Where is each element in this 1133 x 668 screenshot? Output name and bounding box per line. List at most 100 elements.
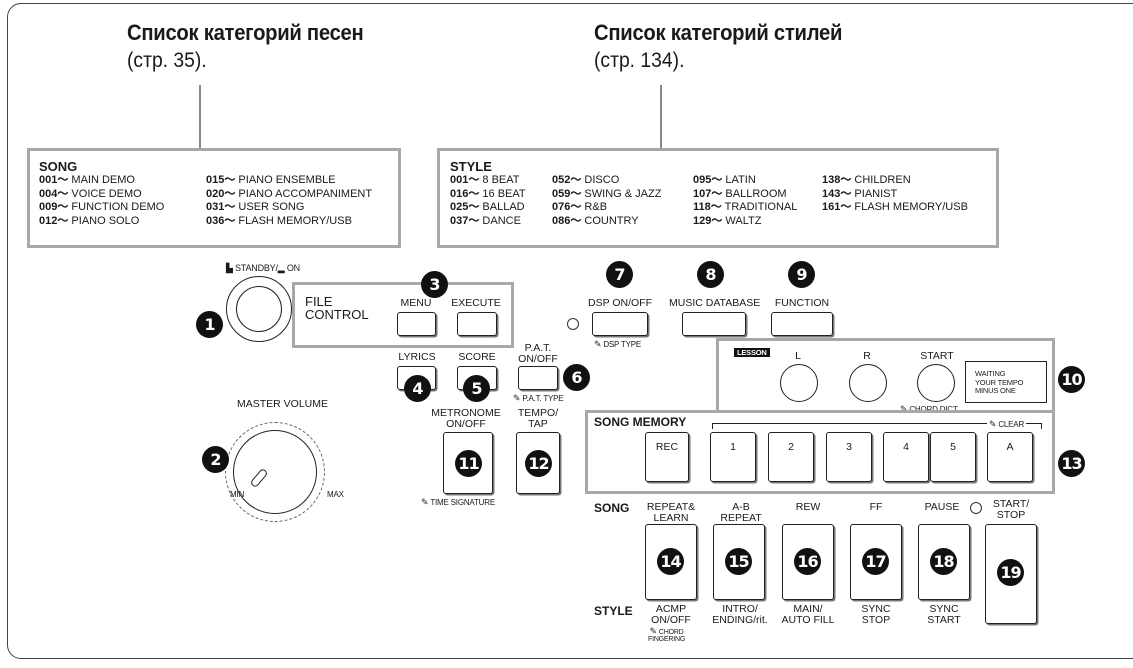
dsp-indicator-lamp — [567, 318, 579, 330]
execute-label: EXECUTE — [451, 297, 501, 309]
callout-3: 3 — [421, 271, 448, 298]
list-item: 037～ DANCE — [450, 214, 521, 227]
callout-17: 17 — [862, 548, 889, 575]
menu-label: MENU — [400, 297, 432, 309]
callout-19: 19 — [997, 559, 1024, 586]
callout-5: 5 — [463, 375, 490, 402]
callout-7: 7 — [606, 261, 633, 288]
main-auto-fill-label: MAIN/AUTO FILL — [781, 603, 835, 626]
song-category-list: SONG 001～ MAIN DEMO 004～ VOICE DEMO 009～… — [27, 148, 401, 248]
callout-4: 4 — [404, 375, 431, 402]
list-item: 052～ DISCO — [552, 174, 620, 186]
style-list-col-1: 001～ 8 BEAT 016～ 16 BEAT 025～ BALLAD 037… — [450, 174, 526, 228]
track-1-button[interactable]: 1 — [710, 432, 756, 482]
track-1-label: 1 — [730, 441, 736, 453]
track-a-button[interactable]: A — [987, 432, 1033, 482]
tempo-tap-label: TEMPO/TAP — [517, 407, 559, 430]
rec-button[interactable]: REC — [645, 432, 689, 482]
callout-11: 11 — [455, 450, 482, 477]
callout-2: 2 — [202, 446, 229, 473]
music-database-button[interactable] — [682, 312, 746, 336]
lesson-r-label: R — [863, 350, 871, 362]
callout-15: 15 — [725, 548, 752, 575]
track-3-button[interactable]: 3 — [826, 432, 872, 482]
tempo-tap-button[interactable] — [516, 432, 560, 494]
song-category-page-ref: (стр. 35). — [127, 49, 207, 72]
lesson-start-label: START — [920, 350, 954, 362]
track-5-button[interactable]: 5 — [930, 432, 976, 482]
pen-icon: ✎ — [649, 626, 658, 636]
lesson-start-button[interactable] — [917, 364, 955, 402]
track-a-label: A — [1006, 441, 1014, 453]
style-list-title: STYLE — [450, 159, 492, 174]
list-item: 001～ MAIN DEMO — [39, 174, 135, 186]
list-item: 161～ FLASH MEMORY/USB — [822, 201, 968, 213]
list-item: 001～ 8 BEAT — [450, 174, 520, 186]
track-3-label: 3 — [846, 441, 852, 453]
style-list-col-3: 095～ LATIN 107～ BALLROOM 118～ TRADITIONA… — [693, 174, 797, 228]
style-category-page-ref: (стр. 134). — [594, 49, 685, 72]
repeat-learn-acmp-button[interactable] — [645, 524, 697, 600]
song-list-col-2: 015～ PIANO ENSEMBLE 020～ PIANO ACCOMPANI… — [206, 174, 372, 228]
master-volume-label: MASTER VOLUME — [237, 398, 329, 410]
callout-12: 12 — [525, 450, 552, 477]
list-item: 020～ PIANO ACCOMPANIMENT — [206, 187, 373, 200]
music-database-label: MUSIC DATABASE — [669, 297, 761, 309]
volume-max-label: MAX — [327, 490, 344, 499]
start-stop-label: START/STOP — [992, 498, 1030, 521]
song-list-title: SONG — [39, 159, 78, 174]
function-button[interactable] — [771, 312, 833, 336]
master-volume-scale — [225, 422, 325, 522]
style-category-list: STYLE 001～ 8 BEAT 016～ 16 BEAT 025～ BALL… — [437, 148, 999, 248]
pat-on-off-button[interactable] — [518, 366, 558, 390]
list-item: 004～ VOICE DEMO — [39, 187, 142, 200]
style-row-label: STYLE — [594, 604, 633, 618]
song-leader-line — [199, 85, 201, 148]
list-item: 059～ SWING & JAZZ — [552, 187, 662, 200]
lesson-l-label: L — [795, 350, 801, 362]
list-item: 129～ WALTZ — [693, 214, 762, 227]
standby-on-button[interactable] — [236, 286, 282, 332]
style-list-col-2: 052～ DISCO 059～ SWING & JAZZ 076～ R&B 08… — [552, 174, 661, 228]
track-2-button[interactable]: 2 — [768, 432, 814, 482]
pen-icon: ✎ — [900, 404, 908, 414]
pat-type-label: ✎P.A.T. TYPE — [513, 393, 564, 403]
pen-icon: ✎ — [421, 497, 429, 507]
list-item: 031～ USER SONG — [206, 201, 305, 213]
dsp-type-label: ✎DSP TYPE — [594, 339, 642, 349]
lesson-label: LESSON — [734, 348, 770, 357]
callout-10: 10 — [1058, 366, 1085, 393]
repeat-learn-label: REPEAT&LEARN — [646, 501, 696, 524]
pause-label: PAUSE — [924, 501, 960, 513]
lesson-l-button[interactable] — [780, 364, 818, 402]
ff-label: FF — [869, 501, 883, 513]
callout-6: 6 — [563, 364, 590, 391]
list-item: 036～ FLASH MEMORY/USB — [206, 214, 352, 227]
callout-9: 9 — [788, 261, 815, 288]
track-4-button[interactable]: 4 — [883, 432, 929, 482]
on-symbol-icon: ▂ — [277, 263, 285, 273]
rec-label: REC — [655, 441, 679, 453]
intro-ending-label: INTRO/ENDING/rit. — [712, 603, 768, 626]
lesson-r-button[interactable] — [849, 364, 887, 402]
start-stop-indicator-lamp — [970, 502, 982, 514]
chord-dict-label: ✎CHORD DICT. — [900, 404, 959, 415]
track-5-label: 5 — [950, 441, 956, 453]
volume-min-label: MIN — [230, 490, 245, 499]
list-item: 015～ PIANO ENSEMBLE — [206, 174, 336, 186]
song-list-col-1: 001～ MAIN DEMO 004～ VOICE DEMO 009～ FUNC… — [39, 174, 164, 228]
panel-frame — [7, 3, 1133, 659]
master-volume-knob[interactable] — [233, 430, 317, 514]
execute-button[interactable] — [457, 312, 497, 336]
style-list-col-4: 138～ CHILDREN 143～ PIANIST 161～ FLASH ME… — [822, 174, 968, 215]
menu-button[interactable] — [397, 312, 436, 336]
dsp-on-off-button[interactable] — [592, 312, 648, 336]
list-item: 138～ CHILDREN — [822, 174, 911, 186]
track-2-label: 2 — [788, 441, 794, 453]
list-item: 118～ TRADITIONAL — [693, 201, 798, 213]
song-category-heading: Список категорий песен — [127, 20, 364, 45]
